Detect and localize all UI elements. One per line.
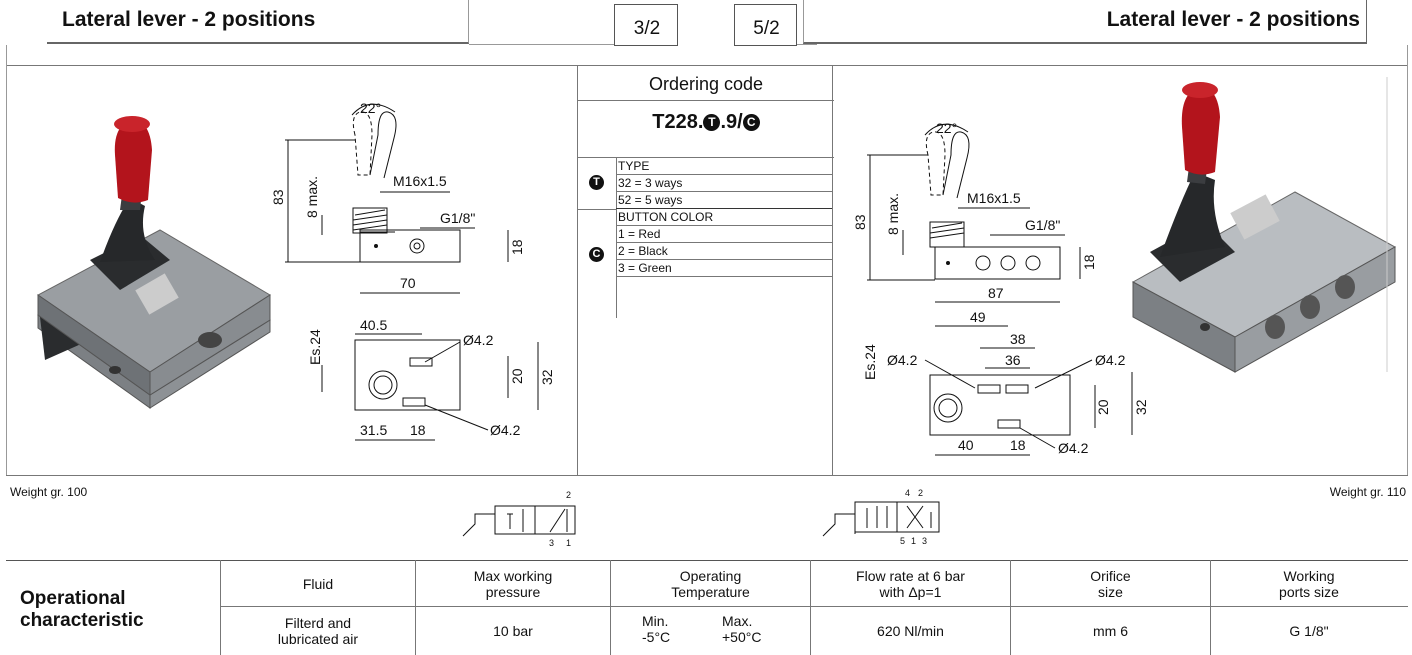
- color-option-red: 1 = Red: [616, 226, 832, 243]
- svg-text:1: 1: [911, 536, 916, 546]
- svg-text:83: 83: [852, 214, 868, 230]
- header-right: Lateral lever - 2 positions: [803, 0, 1367, 44]
- color-option-green: 3 = Green: [616, 260, 832, 277]
- svg-text:M16x1.5: M16x1.5: [967, 190, 1021, 206]
- valve-5-2-photo: [1131, 77, 1397, 373]
- svg-text:G1/8": G1/8": [1025, 217, 1060, 233]
- svg-text:83: 83: [270, 189, 286, 205]
- value-orifice: mm 6: [1093, 623, 1128, 639]
- header-left: Lateral lever - 2 positions: [47, 0, 469, 44]
- symbol-5-2: 4 2 5 1 3: [822, 488, 940, 546]
- tab-5-2: 5/2: [734, 4, 797, 46]
- svg-text:22°: 22°: [936, 120, 957, 136]
- color-label: BUTTON COLOR: [616, 209, 832, 226]
- svg-text:Es.24: Es.24: [862, 344, 878, 380]
- drawing-3-2: 22° 83 8 max. M16x1.5 G1/8" 18 70 40.5 E…: [270, 100, 555, 441]
- svg-text:32: 32: [539, 369, 555, 385]
- ordering-code: T228.T.9/C: [578, 111, 834, 134]
- type-label: TYPE: [616, 158, 832, 175]
- type-code-icon: T: [703, 114, 721, 131]
- value-fluid: Filterd and lubricated air: [277, 615, 359, 647]
- svg-text:G1/8": G1/8": [440, 210, 475, 226]
- ordering-panel: Ordering code T228.T.9/C: [577, 65, 834, 475]
- weight-left: Weight gr. 100: [10, 485, 88, 499]
- svg-text:49: 49: [970, 309, 986, 325]
- value-temp-max: Max.+50°C: [722, 613, 762, 645]
- svg-text:3: 3: [922, 536, 927, 546]
- symbol-3-2: 2 3 1: [462, 490, 576, 548]
- svg-text:2: 2: [566, 490, 571, 500]
- svg-text:4: 4: [905, 488, 910, 498]
- svg-text:87: 87: [988, 285, 1004, 301]
- svg-text:22°: 22°: [360, 100, 381, 116]
- header-pressure: Max working pressure: [473, 567, 553, 600]
- svg-text:40: 40: [958, 437, 974, 453]
- svg-text:5: 5: [900, 536, 905, 546]
- svg-text:Ø4.2: Ø4.2: [1058, 440, 1089, 456]
- svg-text:38: 38: [1010, 331, 1026, 347]
- type-symbol-icon: T: [589, 175, 604, 190]
- header-fluid: Fluid: [302, 575, 334, 592]
- svg-text:40.5: 40.5: [360, 317, 387, 333]
- value-flow: 620 Nl/min: [877, 623, 944, 639]
- header-temperature: Operating Temperature: [671, 567, 750, 600]
- value-pressure: 10 bar: [493, 623, 533, 639]
- value-ports: G 1/8": [1289, 623, 1329, 639]
- header-orifice: Orifice size: [1090, 567, 1131, 600]
- valve-3-2-photo: [37, 116, 271, 409]
- drawing-5-2: 22° 83 8 max. M16x1.5 G1/8" 18 87 49 38 …: [852, 120, 1149, 456]
- svg-text:18: 18: [410, 422, 426, 438]
- svg-text:Es.24: Es.24: [307, 329, 323, 365]
- table-row-label: Operational characteristic: [20, 588, 144, 631]
- type-option-32: 32 = 3 ways: [616, 175, 832, 192]
- ordering-heading: Ordering code: [648, 74, 764, 94]
- type-option-52: 52 = 5 ways: [616, 192, 832, 209]
- svg-text:Ø4.2: Ø4.2: [887, 352, 918, 368]
- svg-text:Ø4.2: Ø4.2: [1095, 352, 1126, 368]
- left-title: Lateral lever - 2 positions: [62, 8, 316, 31]
- svg-text:2: 2: [918, 488, 923, 498]
- header-flow-rate: Flow rate at 6 bar with Δp=1: [856, 567, 965, 600]
- svg-text:Ø4.2: Ø4.2: [463, 332, 494, 348]
- svg-text:36: 36: [1005, 352, 1021, 368]
- svg-text:31.5: 31.5: [360, 422, 387, 438]
- svg-text:32: 32: [1133, 399, 1149, 415]
- color-code-icon: C: [742, 114, 760, 131]
- svg-text:18: 18: [1010, 437, 1026, 453]
- svg-text:Ø4.2: Ø4.2: [490, 422, 521, 438]
- svg-text:18: 18: [1081, 254, 1097, 270]
- svg-text:3: 3: [549, 538, 554, 548]
- value-temp-min: Min.-5°C: [642, 613, 671, 645]
- tab-3-2: 3/2: [614, 4, 678, 46]
- weight-right: Weight gr. 110: [1329, 485, 1406, 499]
- svg-text:70: 70: [400, 275, 416, 291]
- color-symbol-icon: C: [589, 247, 604, 262]
- right-title: Lateral lever - 2 positions: [1106, 8, 1360, 31]
- svg-text:20: 20: [1095, 399, 1111, 415]
- svg-text:20: 20: [509, 368, 525, 384]
- svg-text:8 max.: 8 max.: [304, 176, 320, 218]
- header-ports: Working ports size: [1279, 567, 1339, 600]
- color-option-black: 2 = Black: [616, 243, 832, 260]
- svg-text:8 max.: 8 max.: [885, 193, 901, 235]
- svg-text:18: 18: [509, 239, 525, 255]
- svg-text:M16x1.5: M16x1.5: [393, 173, 447, 189]
- svg-text:1: 1: [566, 538, 571, 548]
